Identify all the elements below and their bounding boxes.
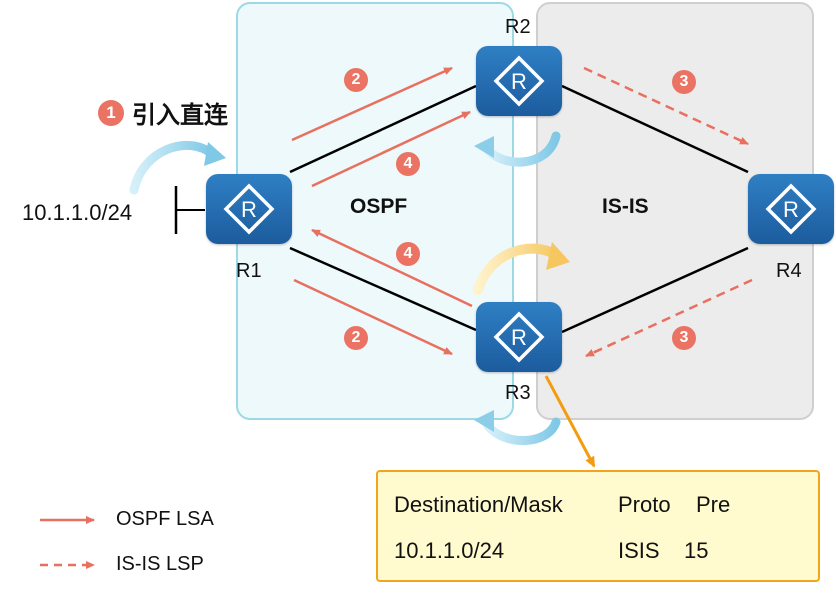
header-destination-mask: Destination/Mask	[394, 492, 563, 517]
router-icon: R	[765, 183, 817, 235]
ospf-lsa-r1-to-r3-step2	[293, 278, 453, 356]
step-4-badge-bottom: 4	[396, 242, 420, 266]
import-loop-r3	[473, 243, 563, 295]
svg-text:R: R	[783, 197, 799, 222]
ospf-area-label: OSPF	[350, 195, 408, 218]
loop-r3	[483, 417, 561, 445]
legend-isis-lsp: IS-IS LSP	[116, 553, 204, 575]
router-r2-label: R2	[505, 16, 531, 38]
step-3-badge-top: 3	[672, 70, 696, 94]
step-3-badge-bottom: 3	[672, 326, 696, 350]
step-4-badge-top: 4	[396, 152, 420, 176]
step-2-badge-top: 2	[344, 68, 368, 92]
router-r4[interactable]: R	[748, 174, 834, 244]
ospf-lsa-r3-to-r1-step4	[311, 228, 473, 308]
import-direct-label: 引入直连	[132, 101, 228, 129]
isis-lsp-r4-to-r3	[585, 278, 753, 358]
ospf-lsa-r1-to-r2-step4	[311, 110, 471, 188]
cell-pre: 15	[684, 538, 709, 563]
cell-destination: 10.1.1.0/24	[394, 538, 505, 563]
step-1-badge: 1	[98, 100, 124, 126]
network-prefix-label: 10.1.1.0/24	[22, 200, 133, 225]
link-r1-r2	[289, 84, 477, 174]
svg-text:R: R	[511, 69, 527, 94]
import-loop-r1-head	[204, 142, 226, 166]
link-r1-r3	[289, 246, 477, 332]
loop-r2-head	[474, 136, 494, 158]
link-r2-r4	[561, 84, 749, 174]
router-r3-label: R3	[505, 382, 531, 404]
step-2-badge-bottom: 2	[344, 326, 368, 350]
r3-routing-table: Destination/Mask Proto Pre 10.1.1.0/24 I…	[376, 470, 820, 582]
router-r1[interactable]: R	[206, 174, 292, 244]
svg-text:R: R	[241, 197, 257, 222]
router-r3[interactable]: R	[476, 302, 562, 372]
header-proto: Proto	[618, 492, 671, 517]
router-r2[interactable]: R	[476, 46, 562, 116]
legend-ospf-lsa: OSPF LSA	[116, 508, 214, 530]
routing-table-callout	[544, 375, 596, 468]
ospf-lsa-r1-to-r2-step2	[291, 66, 453, 142]
isis-lsp-r2-to-r4	[583, 66, 749, 146]
link-r3-r4	[561, 246, 749, 334]
import-loop-r3-head	[546, 242, 570, 270]
router-icon: R	[493, 55, 545, 107]
router-r1-label: R1	[236, 260, 262, 282]
cell-proto: ISIS	[618, 538, 660, 563]
router-icon: R	[223, 183, 275, 235]
import-loop-r1	[129, 140, 217, 195]
svg-text:R: R	[511, 325, 527, 350]
router-r4-label: R4	[776, 260, 802, 282]
loop-r3-head	[474, 410, 494, 432]
loop-r2	[483, 131, 561, 167]
header-pre: Pre	[696, 492, 731, 517]
isis-area-label: IS-IS	[602, 195, 649, 218]
router-icon: R	[493, 311, 545, 363]
